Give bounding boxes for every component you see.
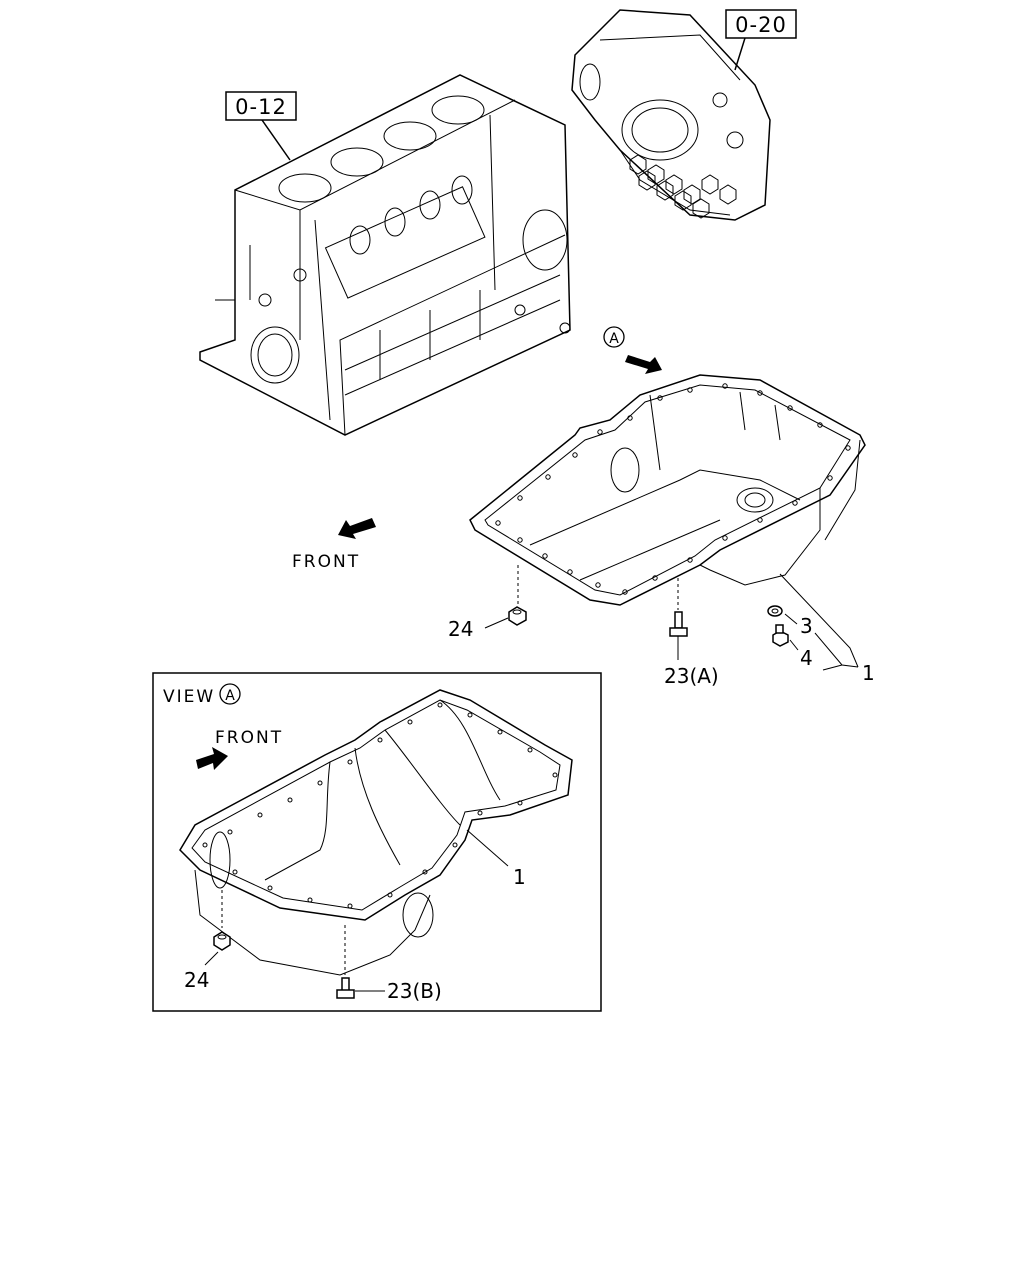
part-number-4: 4 bbox=[800, 646, 813, 670]
front-label: FRONT bbox=[292, 552, 360, 572]
leader-line bbox=[261, 119, 291, 161]
inset-front-arrow-icon bbox=[196, 747, 228, 770]
leader-line bbox=[822, 664, 843, 671]
flange-nut-24 bbox=[508, 606, 527, 626]
leader-line bbox=[466, 829, 509, 867]
washer-3 bbox=[767, 605, 783, 617]
inset-front-label: FRONT bbox=[215, 728, 283, 748]
inset-bolt-23b bbox=[336, 977, 355, 999]
washer-hole bbox=[771, 608, 779, 614]
front-arrow-icon bbox=[338, 518, 376, 539]
inset-part-number-24: 24 bbox=[184, 968, 209, 992]
leader-line bbox=[789, 639, 799, 651]
part-number-23a: 23(A) bbox=[664, 664, 719, 688]
inset-part-number-23b: 23(B) bbox=[387, 979, 442, 1003]
engine-block-illustration bbox=[199, 74, 571, 436]
leader-line bbox=[484, 617, 509, 629]
reference-box bbox=[725, 9, 797, 39]
drain-plug-4 bbox=[772, 624, 789, 647]
view-arrow-icon bbox=[625, 355, 662, 374]
inset-flange-nut-24 bbox=[213, 931, 231, 951]
leader-line bbox=[784, 613, 798, 625]
view-a-marker: A bbox=[603, 326, 625, 348]
marker-letter: A bbox=[609, 331, 619, 347]
leader-line bbox=[779, 573, 859, 668]
marker-circle bbox=[603, 326, 625, 348]
reference-0-20[interactable]: 0-20 bbox=[725, 9, 797, 39]
oil-pan-illustration bbox=[469, 374, 866, 606]
marker-circle bbox=[219, 683, 241, 705]
part-number-1: 1 bbox=[862, 661, 875, 685]
inset-view-label: VIEW bbox=[163, 687, 215, 707]
leader-line bbox=[204, 951, 219, 966]
reference-label: 0-20 bbox=[735, 13, 787, 37]
flywheel-housing-illustration bbox=[571, 9, 771, 221]
inset-part-number-1: 1 bbox=[513, 865, 526, 889]
part-number-3: 3 bbox=[800, 614, 813, 638]
part-number-24: 24 bbox=[448, 617, 473, 641]
leader-line bbox=[814, 632, 859, 668]
inset-view-a: VIEW A FRONT 1 bbox=[152, 672, 602, 1012]
reference-box bbox=[225, 91, 297, 121]
reference-label: 0-12 bbox=[235, 95, 287, 119]
inset-view-marker: A bbox=[225, 688, 235, 704]
bolt-23a bbox=[669, 611, 688, 637]
reference-0-12[interactable]: 0-12 bbox=[225, 91, 297, 121]
leader-line bbox=[734, 37, 746, 71]
